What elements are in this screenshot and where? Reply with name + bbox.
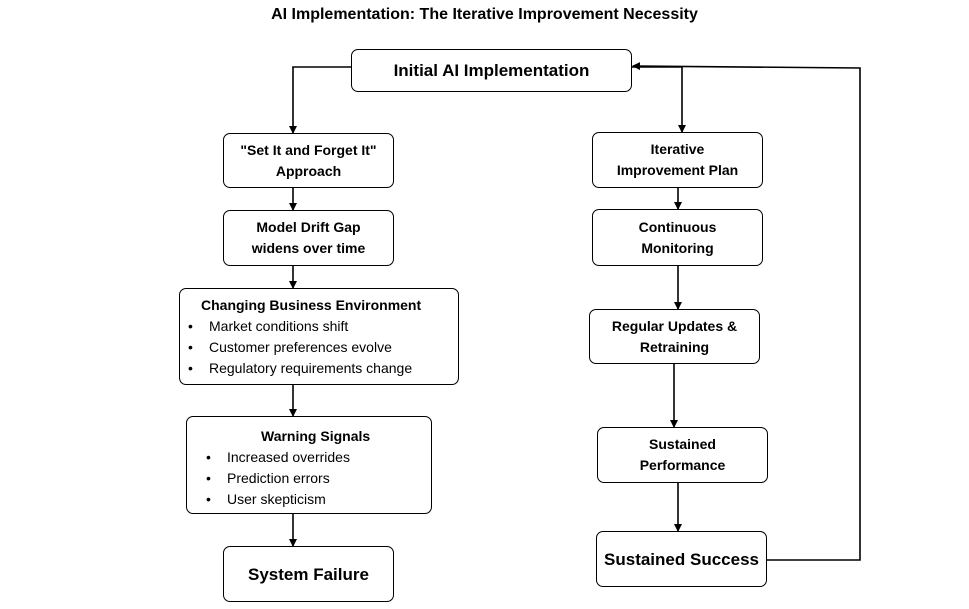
node-iterative-improvement-plan: Iterative Improvement Plan — [592, 132, 763, 188]
bullet-item: Increased overrides — [206, 447, 431, 468]
node-line: Continuous — [638, 218, 717, 235]
node-line: Approach — [275, 162, 342, 179]
node-model-drift-gap: Model Drift Gap widens over time — [223, 210, 394, 266]
node-line: Retraining — [639, 338, 710, 355]
bullet-item: User skepticism — [206, 489, 431, 510]
node-set-it-and-forget-it: "Set It and Forget It" Approach — [223, 133, 394, 188]
node-line: Monitoring — [641, 239, 714, 256]
node-sustained-performance: Sustained Performance — [597, 427, 768, 483]
node-line: Performance — [639, 457, 726, 473]
node-line: Sustained — [649, 436, 716, 452]
bullet-item: Customer preferences evolve — [188, 337, 458, 358]
node-line: Improvement Plan — [616, 162, 739, 178]
node-line: Initial AI Implementation — [393, 61, 590, 80]
node-line: System Failure — [248, 564, 369, 584]
node-line: Iterative — [650, 141, 705, 157]
node-system-failure: System Failure — [223, 546, 394, 602]
node-sustained-success: Sustained Success — [596, 531, 767, 587]
node-changing-business-environment: Changing Business Environment Market con… — [179, 288, 459, 385]
node-title: Warning Signals — [261, 428, 371, 444]
node-initial-ai-implementation: Initial AI Implementation — [351, 49, 632, 92]
node-line: Sustained Success — [604, 549, 759, 569]
node-line: "Set It and Forget It" — [240, 141, 377, 158]
node-line: Model Drift Gap — [256, 219, 361, 235]
bullet-list: Increased overrides Prediction errors Us… — [206, 447, 431, 510]
node-warning-signals: Warning Signals Increased overrides Pred… — [186, 416, 432, 514]
bullet-item: Prediction errors — [206, 468, 431, 489]
arrow-success-feedback-loop — [632, 62, 861, 561]
bullet-item: Market conditions shift — [188, 316, 458, 337]
node-line: Regular Updates & — [611, 317, 738, 334]
node-continuous-monitoring: Continuous Monitoring — [592, 209, 763, 266]
arrow-initial-to-set-forget — [289, 66, 352, 134]
diagram-title: AI Implementation: The Iterative Improve… — [271, 6, 698, 23]
bullet-item: Regulatory requirements change — [188, 358, 458, 379]
node-line: widens over time — [251, 240, 366, 256]
bullet-list: Market conditions shift Customer prefere… — [188, 316, 458, 379]
arrow-initial-to-iterative — [632, 66, 686, 133]
node-title: Changing Business Environment — [201, 297, 422, 313]
node-regular-updates-retraining: Regular Updates & Retraining — [589, 309, 760, 364]
